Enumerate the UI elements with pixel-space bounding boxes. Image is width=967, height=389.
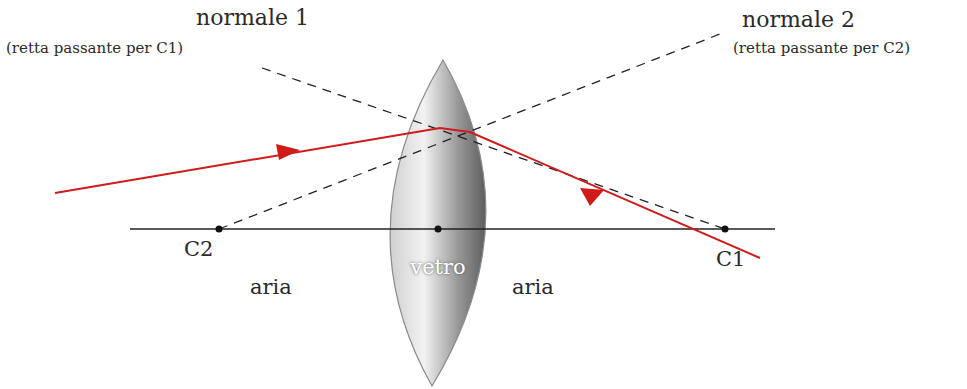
text-label: normale 2 bbox=[742, 8, 855, 32]
text-label: normale 1 bbox=[196, 6, 309, 30]
text-label: aria bbox=[250, 276, 292, 299]
material-label: vetro bbox=[388, 255, 488, 279]
ray-arrowhead bbox=[276, 144, 300, 160]
text-label: (retta passante per C2) bbox=[733, 40, 910, 57]
text-label: C1 bbox=[716, 248, 745, 271]
lens-shape: vetro bbox=[388, 58, 488, 388]
ray-arrowhead bbox=[580, 188, 604, 206]
lens-body bbox=[390, 60, 486, 386]
center-dot bbox=[722, 226, 729, 233]
text-label: C2 bbox=[184, 238, 213, 261]
lens-outline bbox=[388, 58, 488, 388]
center-dot bbox=[216, 226, 223, 233]
normal-line-1 bbox=[262, 68, 725, 229]
text-label: aria bbox=[512, 276, 554, 299]
text-label: (retta passante per C1) bbox=[6, 40, 183, 57]
